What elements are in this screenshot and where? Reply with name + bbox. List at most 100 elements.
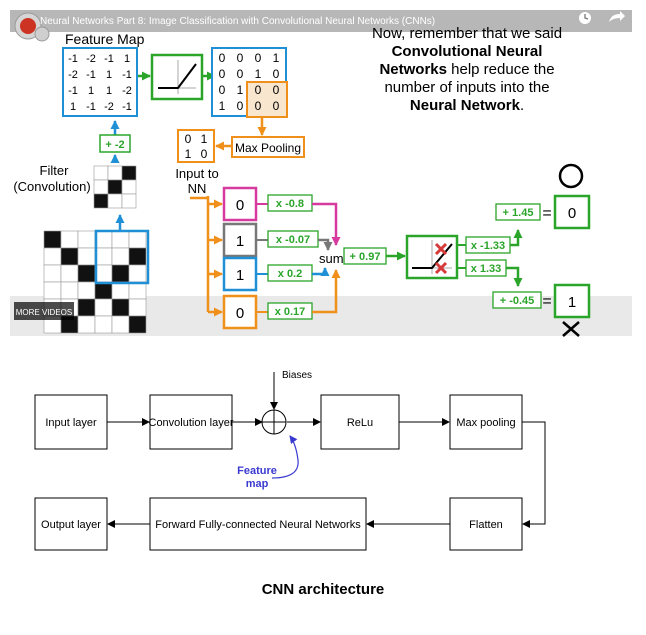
- input-value-2: 1: [236, 233, 244, 250]
- feature-map-cell: -1: [68, 53, 78, 65]
- input-pixel: [128, 315, 147, 334]
- relu-output-cell: 1: [255, 67, 262, 81]
- relu-output-cell: 0: [255, 83, 262, 97]
- relu-output-cell: 0: [237, 51, 244, 65]
- filter-grid: [93, 165, 137, 209]
- activation-node: [405, 234, 459, 280]
- relu-box: [320, 394, 400, 450]
- feature-map-cell: -2: [86, 53, 96, 65]
- input-pixel: [60, 264, 79, 283]
- feature-map-annotation: Feature: [237, 465, 277, 477]
- filter-pixel: [93, 193, 109, 209]
- arrow-pool-to-flatten: [522, 421, 546, 528]
- input-pixel: [128, 230, 147, 249]
- input-pixel: [94, 264, 113, 283]
- filter-pixel: [93, 179, 109, 195]
- sum-junction-icon: [261, 409, 287, 435]
- input-pixel: [128, 298, 147, 317]
- output-layer-box: [34, 497, 108, 551]
- filter-pixel: [107, 193, 123, 209]
- out-bias-box-2: [492, 291, 542, 309]
- more-videos-button[interactable]: [14, 302, 74, 320]
- weight-2: x -0.07: [276, 234, 310, 246]
- weight-arrow-1: [312, 202, 341, 246]
- more-videos-label[interactable]: MORE VIDEOS: [16, 308, 72, 317]
- input-to-nn-sublabel: NN: [188, 181, 207, 196]
- out-bias-box-1: [495, 203, 541, 221]
- convolution-layer-box: [149, 394, 233, 450]
- relu-output-cell: 0: [255, 99, 262, 113]
- input-pixel: [94, 247, 113, 266]
- input-value-3: 1: [236, 267, 244, 284]
- input-pixel: [111, 281, 130, 300]
- input-pixel: [111, 247, 130, 266]
- feature-map-cell: -1: [68, 85, 78, 97]
- relu-output-cell: 0: [219, 83, 226, 97]
- input-to-nn-label: Input to: [175, 166, 218, 181]
- biases-label: Biases: [282, 370, 312, 381]
- feature-map-label: Feature Map: [65, 31, 145, 47]
- input-pixel: [60, 281, 79, 300]
- circle-icon: [558, 163, 584, 189]
- flatten-box: [449, 497, 523, 551]
- feature-map-cell: -1: [104, 53, 114, 65]
- channel-logo-icon[interactable]: [14, 12, 50, 42]
- feature-map-cell: -1: [86, 69, 96, 81]
- output-node-2: [553, 283, 591, 319]
- fully-connected-box: [149, 497, 367, 551]
- input-pixel: [77, 281, 96, 300]
- input-value-4: 0: [236, 305, 244, 322]
- fully-connected-label: Forward Fully-connected Neural Networks: [155, 519, 361, 531]
- feature-map-cell: 1: [124, 53, 130, 65]
- equals-sign-1: =: [542, 205, 551, 222]
- relu-output-cell: 1: [273, 51, 280, 65]
- filter-window: [94, 229, 150, 285]
- feature-map-cell: 1: [106, 69, 112, 81]
- clock-icon[interactable]: [579, 12, 591, 24]
- input-layer-label: Input layer: [45, 417, 97, 429]
- relu-output-cell: 0: [219, 67, 226, 81]
- out-weight-1: x -1.33: [471, 240, 505, 252]
- narration-line-1: Now, remember that we said: [372, 25, 562, 42]
- filter-pixel: [121, 165, 137, 181]
- output-value-1: 0: [568, 205, 576, 222]
- sum-bias: + 0.97: [350, 251, 381, 263]
- pooling-window: [246, 81, 288, 118]
- share-icon[interactable]: [609, 11, 625, 22]
- sum-label: sum: [319, 251, 344, 266]
- bias-box: [99, 134, 131, 153]
- x-mark-icon: [434, 242, 448, 275]
- video-title[interactable]: Neural Networks Part 8: Image Classifica…: [40, 16, 435, 27]
- input-pixel: [111, 230, 130, 249]
- input-pixel: [94, 281, 113, 300]
- filter-pixel: [107, 179, 123, 195]
- input-pixel: [111, 298, 130, 317]
- relu-output-cell: 0: [273, 99, 280, 113]
- weight-3: x 0.2: [278, 268, 302, 280]
- out-weight-2: x 1.33: [471, 263, 502, 275]
- filter-label: Filter: [40, 163, 70, 178]
- pooled-cell: 0: [201, 147, 208, 161]
- input-layer-box: [34, 394, 108, 450]
- feature-map-cell: -2: [104, 101, 114, 113]
- weight-4: x 0.17: [275, 306, 306, 318]
- relu-output-cell: 1: [237, 83, 244, 97]
- narration-line-4: number of inputs into the: [384, 79, 549, 96]
- input-pixel: [111, 315, 130, 334]
- relu-icon: [150, 53, 204, 101]
- max-pooling-label: Max Pooling: [235, 141, 301, 155]
- filter-pixel: [121, 179, 137, 195]
- relu-output-cell: 1: [219, 99, 226, 113]
- weight-arrow-2: [318, 238, 333, 251]
- output-layer-label: Output layer: [41, 519, 101, 531]
- input-pixel: [43, 230, 62, 249]
- feature-map-cell: -1: [86, 101, 96, 113]
- relu-output-cell: 0: [273, 83, 280, 97]
- input-pixel: [60, 230, 79, 249]
- bias-label: + -2: [105, 139, 124, 151]
- feature-map-cell: -2: [68, 69, 78, 81]
